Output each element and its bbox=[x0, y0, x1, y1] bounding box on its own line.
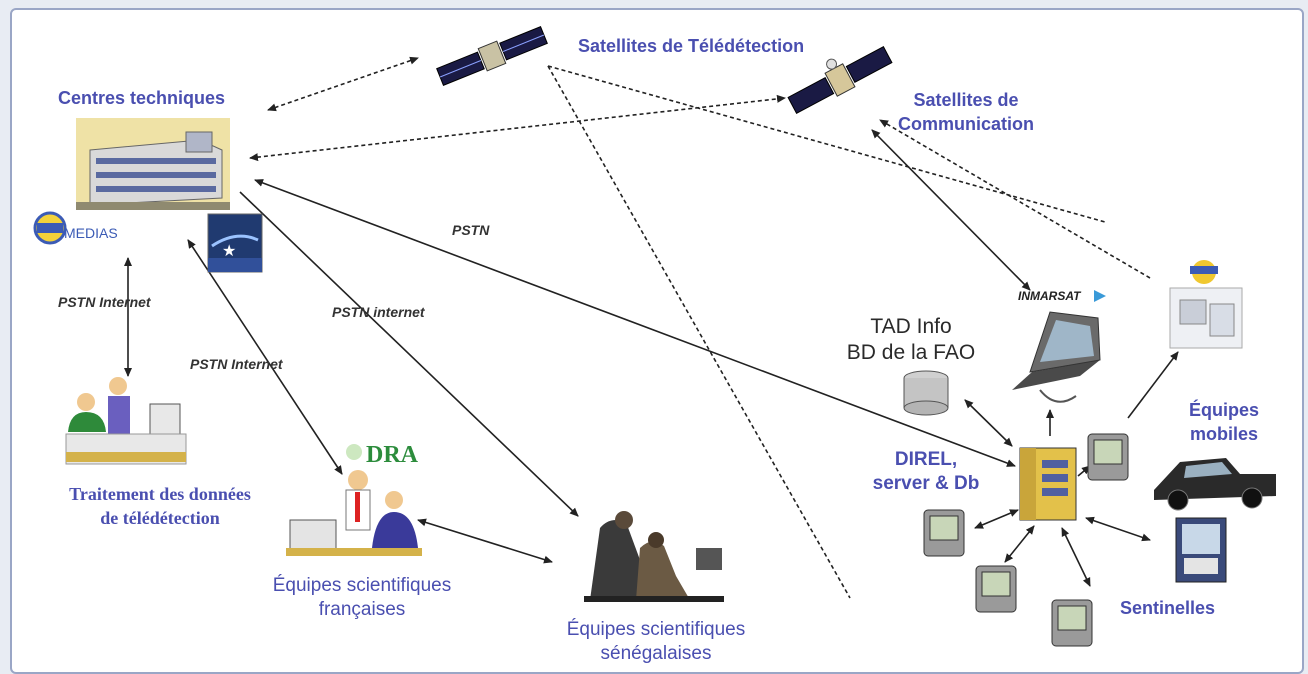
pda-icons bbox=[923, 433, 1129, 647]
medias-logo-text: MEDIAS bbox=[64, 225, 118, 241]
senegalese-team-people-icon bbox=[584, 511, 724, 604]
link-pda-direl-4 bbox=[1061, 527, 1091, 587]
remote-sensing-satellite-icon bbox=[436, 26, 548, 86]
dra-logo-text: DRA bbox=[366, 442, 419, 468]
field-station-icon bbox=[1169, 260, 1243, 349]
pda-icon bbox=[1087, 433, 1129, 481]
link-label-pstn-internet-senegalaises: PSTN internet bbox=[332, 304, 425, 320]
pda-icon bbox=[923, 509, 965, 557]
medias-logo: MEDIAS bbox=[33, 211, 118, 245]
link-pda-direl-2 bbox=[974, 509, 1019, 529]
link-communication-inmarsat bbox=[871, 129, 1031, 291]
dra-logo: DRA bbox=[346, 442, 419, 468]
data-processing-people-icon bbox=[65, 377, 187, 465]
equipes-francaises-label: Équipes scientifiques françaises bbox=[272, 575, 452, 620]
link-label-pstn: PSTN bbox=[452, 222, 490, 238]
inmarsat-logo-text: INMARSAT bbox=[1018, 289, 1082, 303]
link-nasa-francaises bbox=[187, 239, 343, 475]
link-teledetection-field-2 bbox=[547, 65, 851, 599]
sentinelles-label: Sentinelles bbox=[1120, 598, 1216, 618]
tad-info-label: TAD Info BD de la FAO bbox=[846, 315, 976, 364]
link-sentinel-inmarsat bbox=[1127, 351, 1179, 419]
direl-label: DIREL, server & Db bbox=[872, 449, 980, 494]
link-label-pstn-internet-medias: PSTN Internet bbox=[58, 294, 151, 310]
centres-techniques-label: Centres techniques bbox=[58, 88, 226, 108]
equipes-senegalaises-label: Équipes scientifiques sénégalaises bbox=[566, 619, 746, 664]
technical-centre-building-icon bbox=[76, 118, 230, 210]
pickup-truck-icon bbox=[1154, 458, 1276, 511]
link-centres-satellite-teledetection bbox=[267, 56, 419, 112]
pda-icon bbox=[1051, 599, 1093, 647]
inmarsat-terminal-icon: INMARSAT bbox=[1012, 289, 1106, 403]
link-pda-direl-3 bbox=[1004, 525, 1035, 563]
svg-text:★: ★ bbox=[222, 241, 236, 260]
database-icon bbox=[903, 370, 949, 416]
server-icon bbox=[1019, 447, 1077, 521]
link-sentinel-direl bbox=[1085, 516, 1151, 542]
space-agency-logo: ★ bbox=[207, 213, 263, 273]
communication-satellite-icon bbox=[787, 46, 893, 114]
link-francaises-senegalaises bbox=[417, 518, 553, 564]
satellites-communication-label: Satellites de Communication bbox=[898, 90, 1035, 134]
traitement-label: Traitement des données de télédétection bbox=[69, 484, 251, 528]
link-centres-direl-pstn bbox=[254, 179, 1016, 467]
sentinel-device-icon bbox=[1175, 517, 1227, 583]
link-label-pstn-internet-francaises: PSTN Internet bbox=[190, 356, 283, 372]
link-teledetection-field-1 bbox=[547, 65, 1106, 223]
equipes-mobiles-label: Équipes mobiles bbox=[1188, 400, 1259, 444]
link-centres-satellite-communication bbox=[249, 94, 786, 162]
satellites-teledetection-label: Satellites de Télédétection bbox=[578, 36, 805, 56]
link-database-direl bbox=[964, 399, 1013, 447]
link-communication-terminal bbox=[879, 119, 1151, 279]
pda-icon bbox=[975, 565, 1017, 613]
french-team-people-icon bbox=[286, 470, 422, 556]
